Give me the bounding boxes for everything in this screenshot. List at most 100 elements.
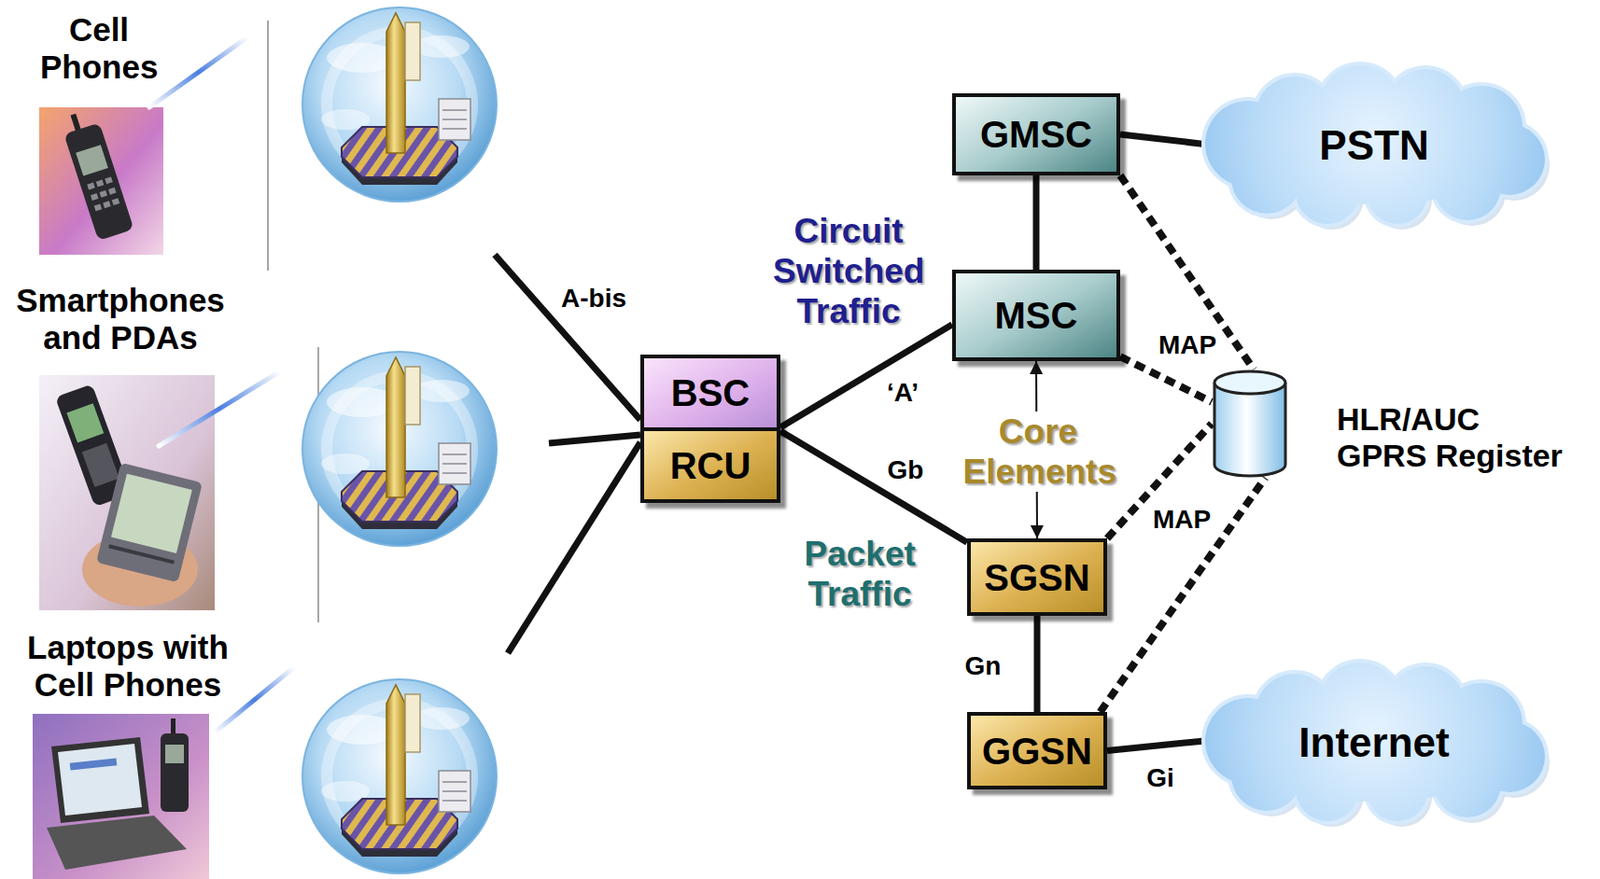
cloud-fill <box>1205 65 1545 225</box>
pda <box>96 463 203 584</box>
phone-key <box>104 176 113 184</box>
photo-ground <box>39 375 215 611</box>
screen-bar <box>70 757 118 771</box>
phone-screen <box>165 744 184 764</box>
protocol-name: MAP <box>1153 330 1222 361</box>
pda-screen <box>111 474 193 554</box>
laptop-picture <box>32 714 210 879</box>
laptop-base <box>46 815 187 871</box>
phone-key <box>108 187 117 196</box>
cloud-lobe <box>1367 164 1428 225</box>
pda-body <box>96 463 203 584</box>
packet-node-box: SGSN <box>967 538 1108 617</box>
cylinder-shape <box>1211 369 1289 478</box>
interface-name: A-bis <box>557 283 632 314</box>
base-station <box>302 679 497 874</box>
cloud-lobe <box>1231 142 1303 214</box>
cloud-lobe <box>1367 761 1428 822</box>
pda-buttons <box>109 546 175 562</box>
radio-streak <box>158 371 281 447</box>
register-database: HLR/AUC GPRS Register <box>1211 369 1564 478</box>
device-caption: Cell Phones <box>40 11 158 86</box>
protocol-name: MAP <box>1148 505 1216 535</box>
traffic-link <box>1107 741 1203 751</box>
node-label: MSC <box>995 294 1079 337</box>
signalling-link <box>1120 356 1212 403</box>
abis-link <box>548 435 641 444</box>
traffic-link <box>1033 175 1040 270</box>
group-caption: Core Elements <box>959 411 1118 492</box>
network-cloud: PSTN <box>1196 61 1552 230</box>
traffic-link <box>1120 134 1203 144</box>
cloud-fill <box>1205 662 1545 822</box>
phone-key <box>98 190 108 198</box>
photo-ground <box>39 107 164 255</box>
phone-key <box>86 182 96 191</box>
traffic-caption: Circuit Switched Traffic <box>772 210 925 332</box>
cylinder-body <box>1214 382 1286 477</box>
node-label: PSTN <box>1319 122 1429 170</box>
abis-link <box>494 254 641 421</box>
node-label: BSC <box>671 371 750 415</box>
interface-name: Gn <box>961 651 1005 682</box>
cell-phone-picture <box>39 107 164 255</box>
switch-box: GMSC <box>952 93 1121 176</box>
signalling-link <box>1100 477 1266 713</box>
node-label: Internet <box>1298 719 1449 768</box>
cloud-lobe <box>1433 153 1502 221</box>
photo-ground <box>32 714 210 879</box>
controller-box: BSC <box>640 354 781 432</box>
cloud-lobe <box>1231 740 1303 812</box>
interface-name: Gi <box>1143 763 1179 794</box>
smartphone-picture <box>39 375 215 611</box>
signalling-link <box>1120 175 1254 370</box>
traffic-caption: Packet Traffic <box>804 533 916 615</box>
phone-key <box>90 193 99 201</box>
base-station <box>302 7 497 202</box>
traffic-link <box>780 324 953 428</box>
separator-line <box>266 20 269 271</box>
node-label: HLR/AUC GPRS Register <box>1336 401 1564 475</box>
device-caption: Smartphones and PDAs <box>15 281 225 357</box>
phone-key <box>102 200 112 209</box>
cloud-outline <box>1205 65 1545 225</box>
network-cloud: Internet <box>1196 659 1552 828</box>
cloud-lobe <box>1367 164 1428 225</box>
cloud-lobe <box>1295 757 1360 822</box>
cell-phone <box>58 107 134 241</box>
cloud-lobe <box>1295 757 1360 822</box>
base-station <box>302 351 497 547</box>
node-label: GGSN <box>982 729 1093 773</box>
phone-screen <box>75 144 109 176</box>
phone-keypad <box>82 443 120 488</box>
cloud-lobe <box>1295 160 1360 225</box>
cloud-lobe <box>1231 740 1303 812</box>
cylinder-top <box>1214 371 1286 394</box>
phone-key <box>94 203 103 211</box>
laptop-lid <box>51 737 150 824</box>
cloud-lobe <box>1231 142 1303 214</box>
abis-link <box>507 442 641 654</box>
cylinder-drawing <box>1211 369 1289 478</box>
phone-key <box>112 197 121 206</box>
interface-name: ‘A’ <box>883 378 923 408</box>
node-label: RCU <box>670 444 752 488</box>
interface-name: Gb <box>884 455 927 486</box>
cloud-outline <box>1205 662 1545 822</box>
phone-body <box>63 122 134 240</box>
device-caption: Laptops with Cell Phones <box>27 629 230 704</box>
traffic-link <box>1034 616 1041 713</box>
radio-streak <box>149 37 248 108</box>
packet-node-box: GGSN <box>967 712 1108 790</box>
traffic-link <box>780 431 968 543</box>
phone-body <box>160 733 189 813</box>
cloud-lobe <box>1367 761 1428 822</box>
radio-streak <box>214 667 295 733</box>
laptop-screen <box>57 743 142 816</box>
radio-links <box>494 254 641 654</box>
phone-key <box>96 180 105 188</box>
node-label: SGSN <box>983 556 1090 600</box>
node-label: GMSC <box>980 112 1093 156</box>
switch-box: MSC <box>952 269 1121 362</box>
